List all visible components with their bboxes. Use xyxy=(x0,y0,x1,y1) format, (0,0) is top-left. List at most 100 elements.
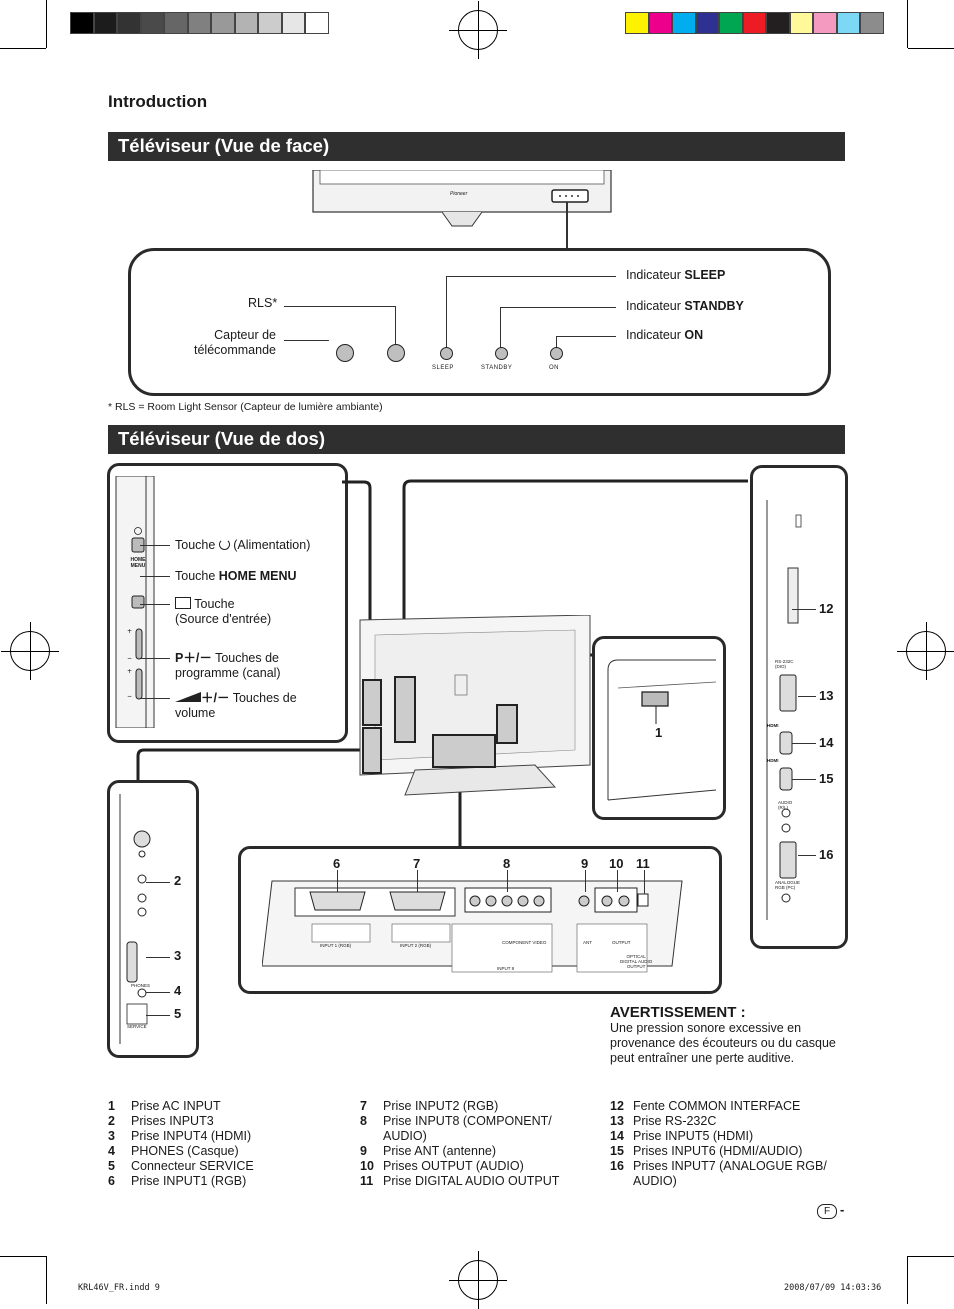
callout-8: 8 xyxy=(503,856,511,871)
leader-line xyxy=(146,992,170,993)
leader-line xyxy=(500,307,501,348)
led-label: ON xyxy=(549,365,559,371)
legend-item: 11 Prise DIGITAL AUDIO OUTPUT xyxy=(360,1174,590,1189)
legend-text: Prise AC INPUT xyxy=(131,1099,221,1113)
right-side-panel xyxy=(750,465,848,949)
label-text: Touches de programme (canal) xyxy=(175,651,281,680)
leader-line xyxy=(792,743,816,744)
leader-line xyxy=(395,306,396,346)
color-swatch xyxy=(70,12,94,34)
legend-number: 16 xyxy=(610,1159,624,1173)
section-header-front: Téléviseur (Vue de face) xyxy=(108,132,845,161)
color-swatch xyxy=(117,12,141,34)
input1-label: INPUT 1 (RGB) xyxy=(320,943,352,948)
page-title: Introduction xyxy=(108,92,208,111)
color-swatch xyxy=(164,12,188,34)
indicator-name: ON xyxy=(684,328,704,342)
legend-text: PHONES (Casque) xyxy=(131,1144,239,1158)
color-swatch xyxy=(93,12,117,34)
leader-line xyxy=(556,336,557,348)
leader-line xyxy=(146,882,170,883)
color-swatch xyxy=(187,12,211,34)
side-panel-illustration: + − + − xyxy=(115,475,165,729)
ac-input-illustration xyxy=(598,650,717,808)
leader-line xyxy=(284,306,396,307)
brand-logo: Pioneer xyxy=(450,191,468,197)
color-swatch xyxy=(305,12,329,34)
standby-led-icon xyxy=(495,347,508,360)
legend-number: 10 xyxy=(360,1159,374,1173)
left-lower-illustration xyxy=(113,794,158,1044)
crop-mark xyxy=(0,48,46,49)
indicator-prefix: Indicateur xyxy=(626,328,685,342)
leader-line xyxy=(284,340,329,341)
hdmi-label: HDMI xyxy=(767,758,779,763)
legend-number: 14 xyxy=(610,1129,624,1143)
leader-line xyxy=(792,779,816,780)
svg-text:−: − xyxy=(127,693,132,700)
volume-key-label: ＋/－ Touches de volume xyxy=(175,691,297,721)
volume-icon xyxy=(175,692,201,702)
leader-line xyxy=(140,545,170,546)
crop-mark xyxy=(46,1256,47,1304)
leader-line xyxy=(417,870,418,892)
tv-rear-illustration xyxy=(355,614,595,805)
legend-number: 4 xyxy=(108,1144,115,1158)
indicator-on-label: Indicateur ON xyxy=(626,328,703,343)
color-swatch xyxy=(648,12,672,34)
service-label: SERVICE xyxy=(127,1024,147,1029)
leader-line xyxy=(140,604,170,605)
color-swatch xyxy=(625,12,649,34)
callout-5: 5 xyxy=(174,1006,182,1021)
leader-line xyxy=(556,336,616,337)
svg-text:+: + xyxy=(127,668,132,675)
on-led-icon xyxy=(550,347,563,360)
legend-number: 11 xyxy=(360,1174,374,1188)
legend-text: Prises OUTPUT (AUDIO) xyxy=(383,1159,524,1173)
input2-label: INPUT 2 (RGB) xyxy=(400,943,432,948)
leader-line xyxy=(585,870,586,892)
leader-line xyxy=(146,957,170,958)
color-swatch xyxy=(742,12,766,34)
legend-text: Prise DIGITAL AUDIO OUTPUT xyxy=(383,1174,560,1188)
leader-line xyxy=(566,202,568,248)
legend-number: 13 xyxy=(610,1114,624,1128)
rls-sensor-icon xyxy=(387,344,405,362)
leader-line xyxy=(140,658,170,659)
crop-mark xyxy=(908,1256,954,1257)
color-swatch xyxy=(211,12,235,34)
leader-line xyxy=(617,870,618,892)
color-swatch xyxy=(281,12,305,34)
footer-file: KRL46V_FR.indd 9 xyxy=(78,1283,160,1293)
callout-12: 12 xyxy=(819,601,834,616)
callout-2: 2 xyxy=(174,873,182,888)
callout-6: 6 xyxy=(333,856,341,871)
callout-16: 16 xyxy=(819,847,834,862)
ant-label: ANT xyxy=(583,940,592,945)
power-key-label: Touche (Alimentation) xyxy=(175,538,310,553)
right-panel-illustration xyxy=(762,500,807,920)
color-swatch xyxy=(695,12,719,34)
legend-number: 6 xyxy=(108,1174,115,1188)
legend-number: 2 xyxy=(108,1114,115,1128)
hdmi-label: HDMI xyxy=(767,723,779,728)
left-lower-panel xyxy=(107,780,199,1058)
callout-14: 14 xyxy=(819,735,834,750)
crop-mark xyxy=(907,1256,908,1304)
analogue-label: ANALOGUE RGB (PC) xyxy=(775,880,801,890)
color-swatch xyxy=(860,12,884,34)
bottom-terminal-illustration xyxy=(261,876,692,981)
leader-line xyxy=(798,855,816,856)
input-source-icon xyxy=(175,597,191,609)
label-name: ＋/－ xyxy=(201,691,230,705)
output-label: OUTPUT xyxy=(612,940,631,945)
indicator-prefix: Indicateur xyxy=(626,299,685,313)
